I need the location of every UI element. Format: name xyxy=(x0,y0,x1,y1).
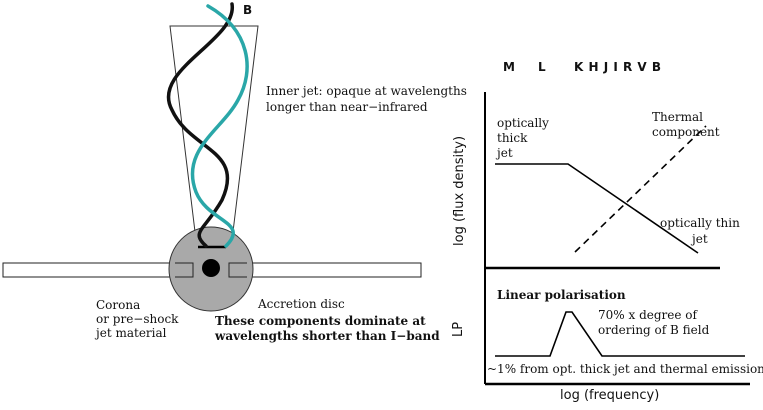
lp-peak-text-2: ordering of B field xyxy=(598,323,710,337)
lp-curve xyxy=(495,311,745,357)
lp-axis-title: LP xyxy=(451,321,466,337)
lp-peak-text-1: 70% x degree of xyxy=(598,308,697,322)
thin-jet-text-2: jet xyxy=(692,232,708,246)
corona-text-3: jet material xyxy=(96,326,167,340)
flux-axis-title: log (flux density) xyxy=(452,135,467,246)
lp-base-text: ~1% from opt. thick jet and thermal emis… xyxy=(487,362,763,376)
synchrotron-curve xyxy=(495,163,699,254)
inner-jet-text-2: longer than near−infrared xyxy=(266,100,428,114)
corona-text-1: Corona xyxy=(96,298,141,312)
thermal-text-1: Thermal xyxy=(652,110,703,124)
band-khjirvb: K H J I R V B xyxy=(574,60,662,74)
dominate-text-2: wavelengths shorter than I−band xyxy=(215,329,440,343)
accretion-disc-label: Accretion disc xyxy=(258,297,345,311)
thick-jet-text-1: optically xyxy=(497,116,549,130)
thick-jet-text-3: jet xyxy=(497,146,513,160)
jet-helix-black xyxy=(166,2,234,248)
black-hole xyxy=(202,259,220,277)
frequency-axis-title: log (frequency) xyxy=(560,388,660,403)
disc-inner-right xyxy=(228,262,247,278)
thermal-curve xyxy=(574,125,707,253)
lp-title: Linear polarisation xyxy=(497,288,626,302)
disc-inner-left xyxy=(175,262,194,278)
dominate-text-1: These components dominate at xyxy=(215,314,426,328)
thermal-text-2: component xyxy=(652,125,720,139)
band-m: M xyxy=(503,60,515,74)
band-l: L xyxy=(538,60,546,74)
thin-jet-text-1: optically thin xyxy=(660,216,740,230)
inner-jet-text-1: Inner jet: opaque at wavelengths xyxy=(266,84,467,98)
jet-helix-cyan xyxy=(190,4,249,248)
thick-jet-text-2: thick xyxy=(497,131,528,145)
jet-label-b: B xyxy=(243,3,253,17)
corona-text-2: or pre−shock xyxy=(96,312,179,326)
